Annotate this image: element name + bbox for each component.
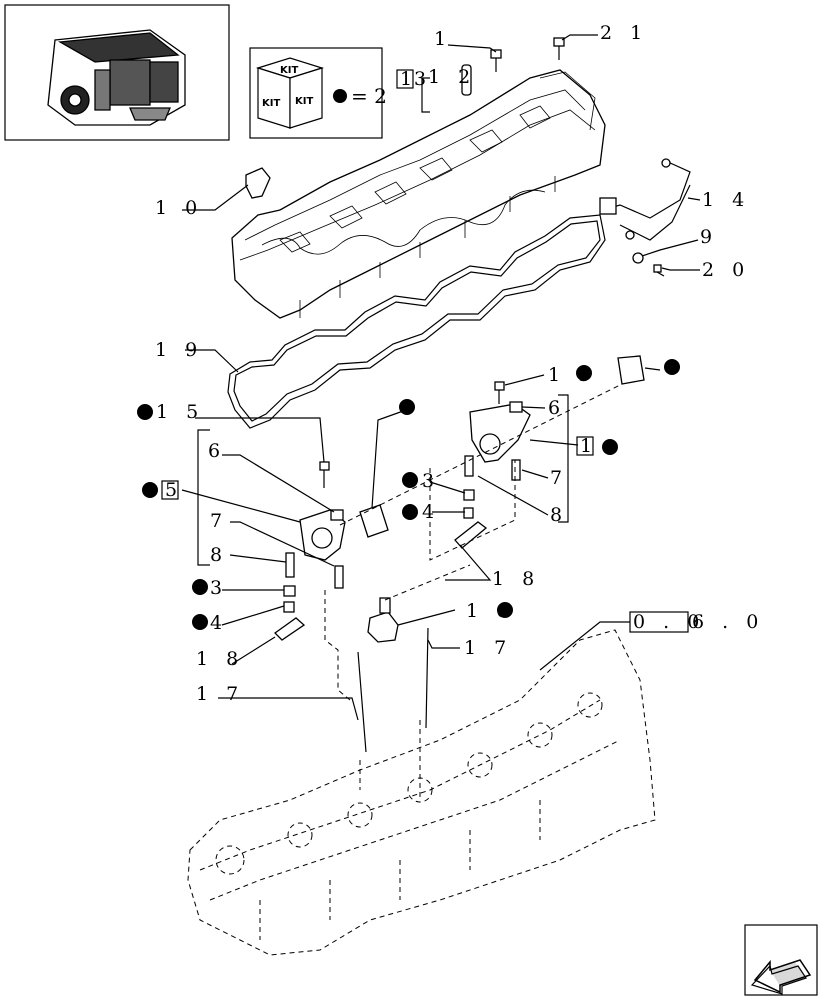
label-1[interactable]: 1 <box>434 28 452 50</box>
cap-3-right[interactable] <box>463 489 475 501</box>
label-6-left[interactable]: 6 <box>208 440 226 462</box>
bolt-15-right[interactable] <box>494 381 505 404</box>
label-9[interactable]: 9 <box>700 226 718 248</box>
label-13[interactable]: 3 <box>414 68 432 90</box>
label-12[interactable]: 1 2 <box>428 66 476 88</box>
bullet-dots <box>137 359 680 630</box>
label-14[interactable]: 1 4 <box>702 189 750 211</box>
label-3-left[interactable]: 3 <box>210 577 228 599</box>
kit-label-left: KIT <box>262 98 280 109</box>
reference-boxed[interactable]: 0 . 0 <box>633 611 705 633</box>
cap-3-left[interactable] <box>283 585 296 597</box>
nut-6-left[interactable] <box>330 509 344 521</box>
bullet-icon <box>402 504 418 520</box>
label-21[interactable]: 2 1 <box>600 22 648 44</box>
label-20[interactable]: 2 0 <box>702 259 750 281</box>
bridge-18-left[interactable] <box>273 617 306 641</box>
label-17-left[interactable]: 1 7 <box>196 683 244 705</box>
label-19[interactable]: 1 9 <box>155 339 203 361</box>
label-8-right[interactable]: 8 <box>550 504 568 526</box>
reference-box <box>629 611 689 633</box>
bracket-left <box>197 429 210 566</box>
label-15-left[interactable]: 1 5 <box>156 401 204 423</box>
bracket-right <box>558 394 569 523</box>
screw-20[interactable] <box>653 264 665 277</box>
label-16[interactable]: 1 6 <box>466 600 514 622</box>
push-rod-17-right[interactable] <box>425 627 429 729</box>
callout-box-5 <box>161 480 179 500</box>
label-4-left[interactable]: 4 <box>210 612 228 634</box>
next-page-arrow-icon[interactable] <box>744 924 818 996</box>
washer-9[interactable] <box>632 252 644 264</box>
bushing-right[interactable] <box>617 355 645 385</box>
label-10[interactable]: 1 0 <box>155 197 203 219</box>
bridge-18-right[interactable] <box>454 521 488 549</box>
label-17-right[interactable]: 1 7 <box>464 637 512 659</box>
pin-8-left[interactable] <box>285 552 295 578</box>
kit-dot-icon <box>333 89 347 103</box>
bolt-21[interactable] <box>553 37 565 60</box>
rocker-cover[interactable] <box>231 69 606 319</box>
bullet-icon <box>137 404 153 420</box>
dowel-12[interactable] <box>461 64 472 96</box>
bolt-1[interactable] <box>490 49 502 72</box>
bracket-12-13 <box>421 77 430 113</box>
bullet-icon <box>192 614 208 630</box>
rocker-arm-left[interactable] <box>299 509 346 561</box>
cylinder-head[interactable] <box>187 629 656 956</box>
screw-7-left[interactable] <box>334 565 344 589</box>
label-13-box[interactable]: 1 <box>400 68 418 90</box>
label-1-box[interactable]: 1 <box>580 435 598 457</box>
label-3-right[interactable]: 3 <box>422 470 440 492</box>
callout-box-13 <box>396 69 414 89</box>
assembly-guides <box>324 384 621 701</box>
bullet-icon <box>399 399 415 415</box>
reference-rest[interactable]: 6 . 0 <box>692 611 764 633</box>
label-6-right[interactable]: 6 <box>548 397 566 419</box>
label-8-left[interactable]: 8 <box>210 544 228 566</box>
label-5[interactable]: 5 <box>165 479 183 501</box>
bullet-icon <box>602 439 618 455</box>
bullet-icon <box>497 602 513 618</box>
kit-label-top: KIT <box>280 65 298 76</box>
bushing-left[interactable] <box>359 504 389 538</box>
kit-box: KIT KIT KIT = 2 <box>249 47 387 139</box>
rocker-arm-right[interactable] <box>469 401 531 463</box>
leader-lines <box>181 34 701 721</box>
bullet-icon <box>664 359 680 375</box>
bullet-icon <box>402 472 418 488</box>
kit-quantity: = 2 <box>351 84 387 108</box>
pin-8-right[interactable] <box>464 455 474 477</box>
callout-box-1 <box>576 436 594 456</box>
label-7-left[interactable]: 7 <box>210 510 228 532</box>
label-18-left[interactable]: 1 8 <box>196 648 244 670</box>
label-4-right[interactable]: 4 <box>422 501 440 523</box>
callout-labels: 1 2 1 1 2 1 3 1 0 1 4 9 2 0 1 9 1 5 6 1 … <box>155 22 764 705</box>
cover-gasket[interactable] <box>227 214 606 429</box>
kit-label-right: KIT <box>295 96 313 107</box>
label-7-right[interactable]: 7 <box>550 467 568 489</box>
harness-14[interactable] <box>599 158 691 241</box>
clip-10[interactable] <box>245 167 271 199</box>
label-15-right[interactable]: 1 5 <box>548 364 596 386</box>
cap-4-left[interactable] <box>283 601 295 613</box>
screw-7-right[interactable] <box>511 459 521 481</box>
bolt-15-left[interactable] <box>319 461 330 488</box>
label-18-right[interactable]: 1 8 <box>492 568 540 590</box>
tappet-16[interactable] <box>367 597 399 643</box>
bullet-icon <box>142 482 158 498</box>
bullet-icon <box>576 365 592 381</box>
engine-thumbnail[interactable] <box>4 4 230 141</box>
bullet-icon <box>192 579 208 595</box>
cap-4-right[interactable] <box>463 507 474 519</box>
push-rod-17-left[interactable] <box>357 651 367 753</box>
